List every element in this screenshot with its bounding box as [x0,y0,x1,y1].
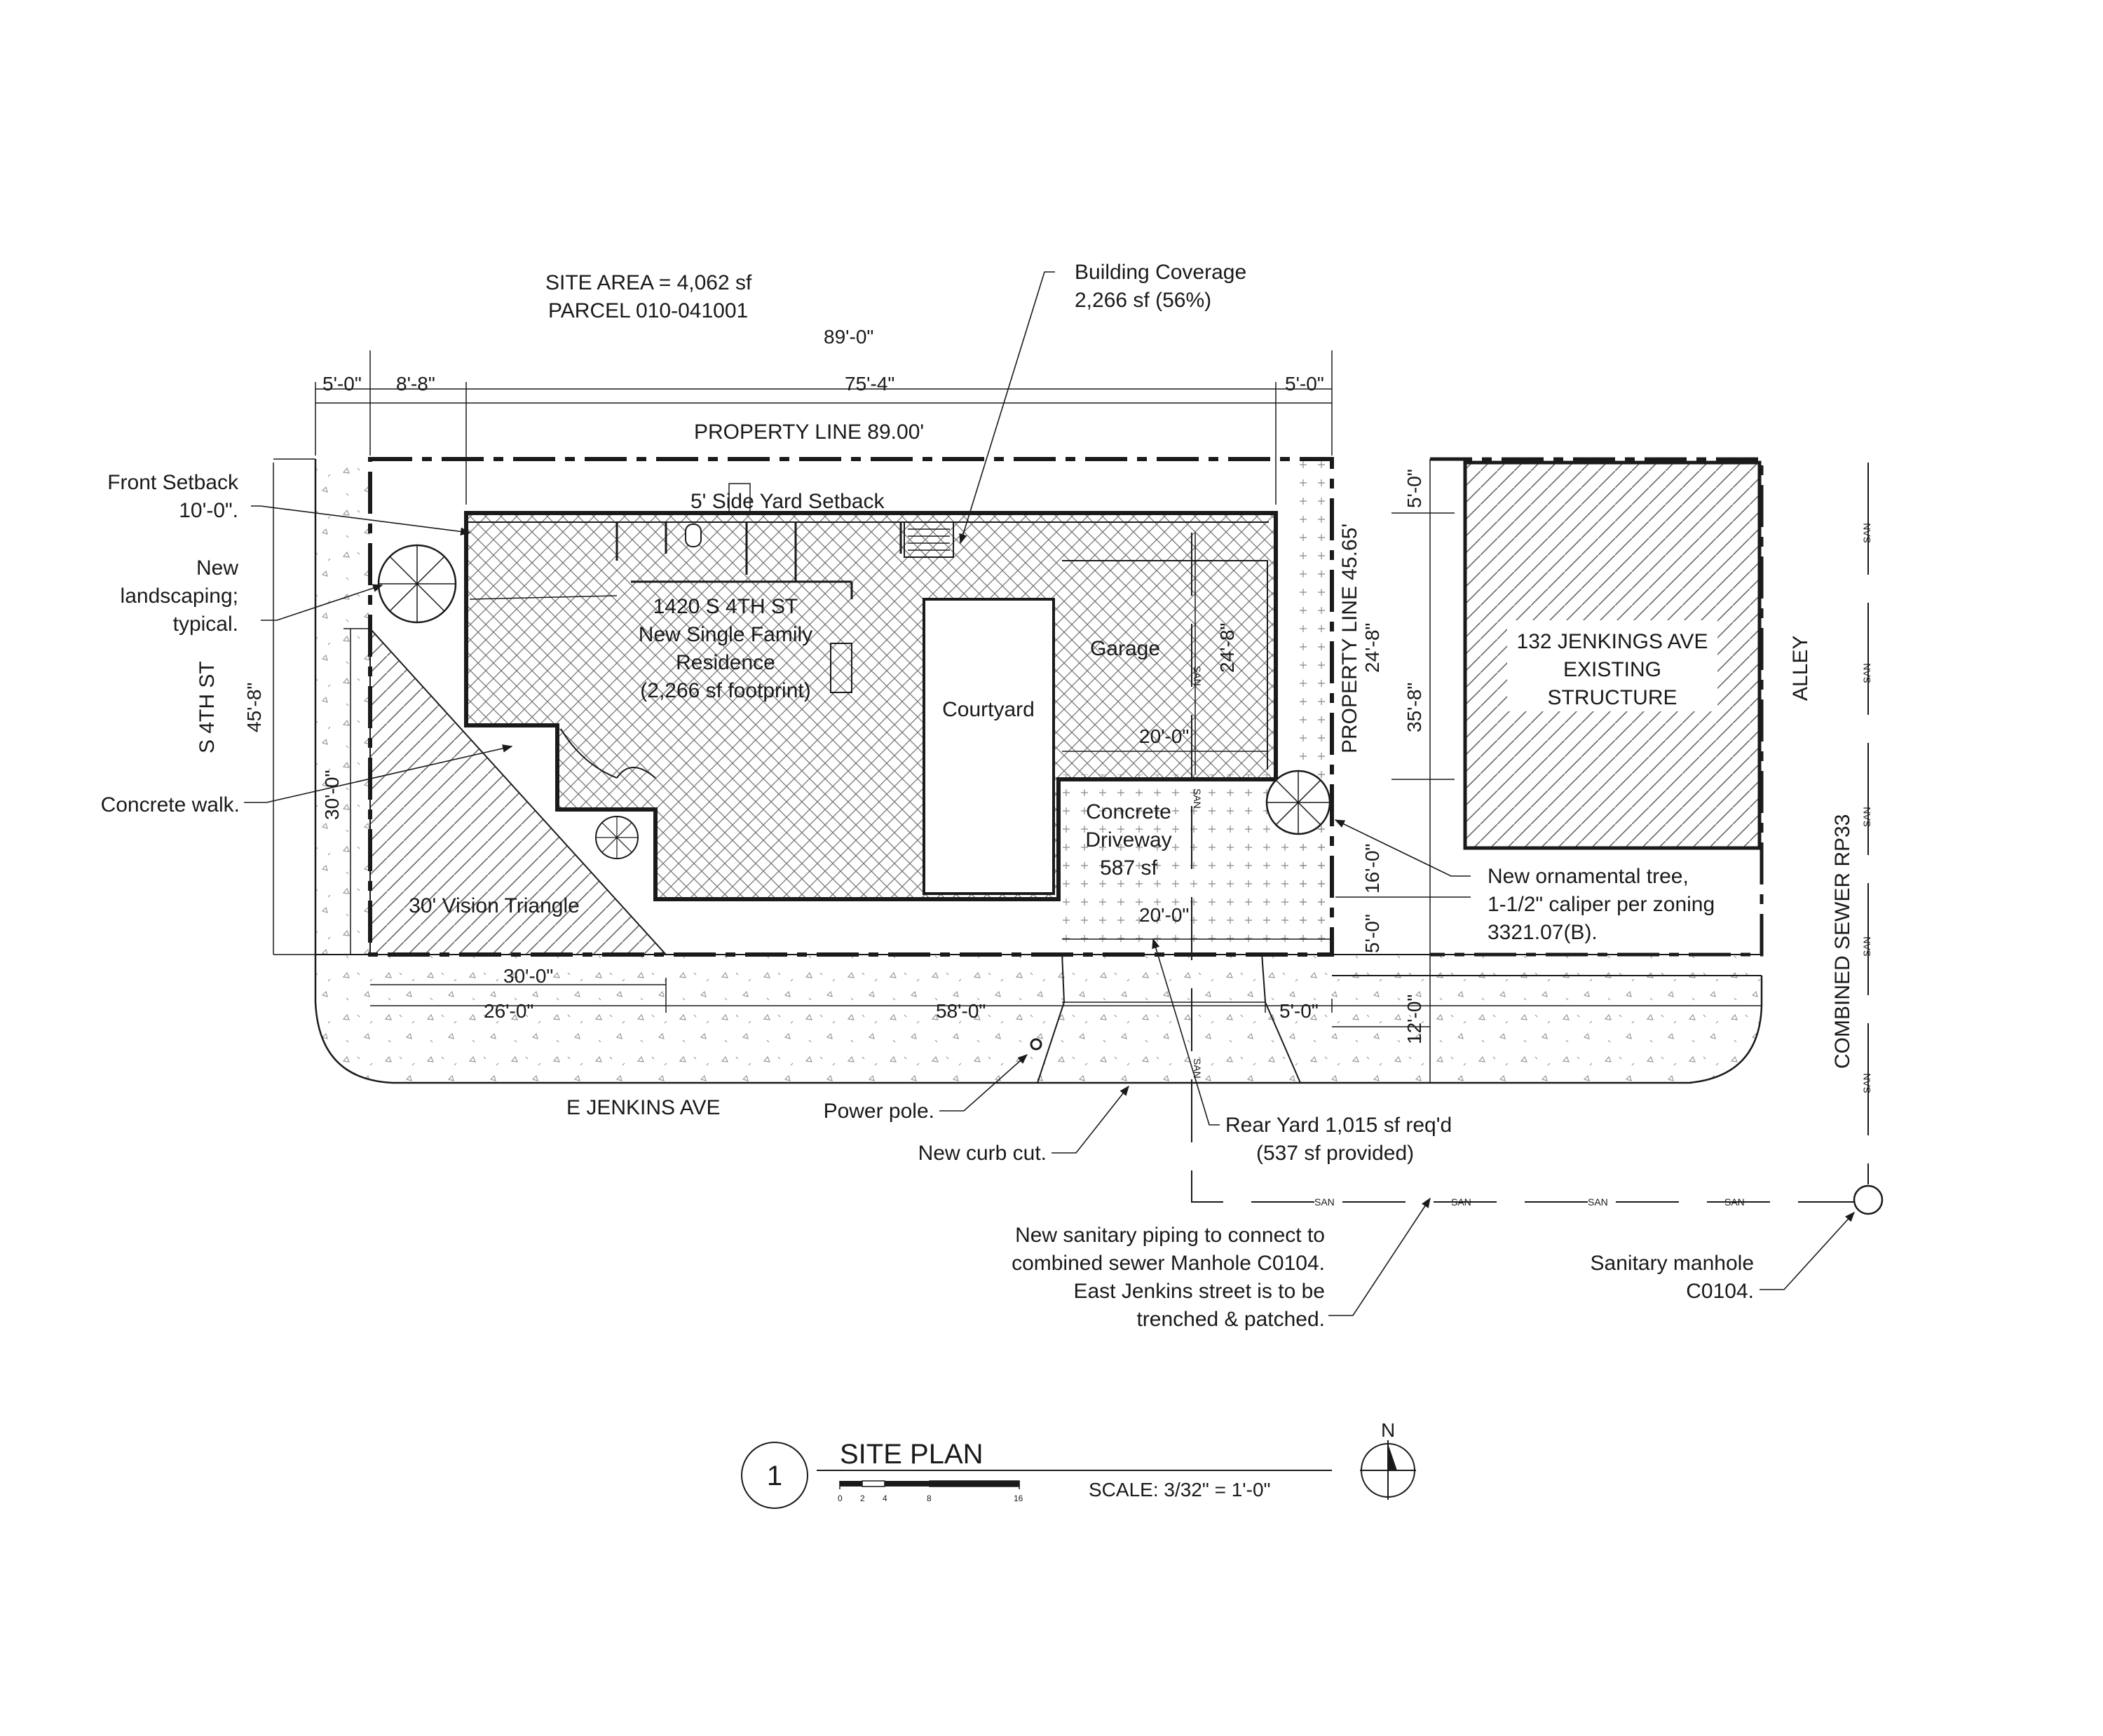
garage-label: Garage [1090,637,1160,660]
building-coverage-value: 2,266 sf (56%) [1075,289,1211,312]
scale-tick-16: 16 [1014,1494,1023,1503]
dim-20-garage: 20'-0" [1139,725,1189,747]
north-label: N [1381,1419,1395,1441]
san-marker: SAN [1861,523,1872,543]
neighbor-structure-label: STRUCTURE [1548,686,1677,709]
text-labels: SITE AREA = 4,062 sf PARCEL 010-041001 B… [101,261,1872,1503]
tree-note-3: 3321.07(B). [1488,921,1598,944]
sanitary-note-4: trenched & patched. [1136,1308,1325,1331]
san-marker: SAN [1861,1073,1872,1093]
parcel-label: PARCEL 010-041001 [548,299,748,322]
dim-45-8: 45'-8" [243,683,265,732]
courtyard [923,598,1055,895]
sanitary-note-3: East Jenkins street is to be [1073,1280,1325,1303]
sidewalk-areas [314,459,1763,1084]
property-line-top-label: PROPERTY LINE 89.00' [694,421,924,444]
building-footprint-label: (2,266 sf footprint) [640,679,810,702]
concrete-walk-note: Concrete walk. [101,793,240,816]
building-footprint [464,483,1278,901]
dim-overall: 89'-0" [824,326,873,348]
scale-tick-0: 0 [838,1494,843,1503]
landscaping-trees [377,544,1331,859]
street-e-jenkins: E JENKINS AVE [566,1096,721,1119]
dim-58: 58'-0" [936,1000,986,1022]
dim-5-right: 5'-0" [1285,373,1324,395]
dim-24-8-garage: 24'-8" [1216,623,1238,673]
landscaping-note-2: landscaping; [121,585,238,608]
dim-30-horizontal: 30'-0" [503,965,553,987]
san-marker: SAN [1861,663,1872,683]
landscaping-note-3: typical. [173,613,238,636]
building-residence: Residence [676,651,775,674]
front-setback-note: Front Setback [107,471,239,494]
scale-tick-4: 4 [883,1494,887,1503]
dim-75-4: 75'-4" [845,373,894,395]
neighbor-lot-line [1430,457,1764,957]
courtyard-label: Courtyard [942,698,1035,721]
dim-16: 16'-0" [1361,844,1383,894]
dim-35-8: 35'-8" [1403,683,1425,732]
dim-30-vertical: 30'-0" [321,770,343,820]
vision-triangle-label: 30' Vision Triangle [409,894,580,917]
scale-tick-8: 8 [927,1494,932,1503]
dim-24-8-right: 24'-8" [1361,623,1383,673]
manhole-note-1: Sanitary manhole [1591,1252,1754,1275]
rear-yard-note-2: (537 sf provided) [1256,1142,1414,1165]
driveway-label-2: Driveway [1085,828,1171,852]
building-address: 1420 S 4TH ST [653,595,798,618]
curb-cut-note: New curb cut. [918,1142,1047,1165]
san-marker: SAN [1192,666,1203,686]
sanitary-note-1: New sanitary piping to connect to [1015,1224,1325,1247]
dim-5-right-top: 5'-0" [1403,469,1425,508]
dim-8-8: 8'-8" [396,373,435,395]
san-marker: SAN [1192,1058,1203,1079]
dim-5-jenkins: 5'-0" [1279,1000,1319,1022]
dim-5-left: 5'-0" [322,373,362,395]
san-marker: SAN [1451,1196,1471,1208]
side-setback-label: 5' Side Yard Setback [690,490,885,513]
neighbor-address: 132 JENKINGS AVE [1517,630,1708,653]
driveway-label-1: Concrete [1086,800,1171,823]
scale-tick-2: 2 [860,1494,865,1503]
san-marker: SAN [1314,1196,1335,1208]
drawing-scale: SCALE: 3/32" = 1'-0" [1089,1479,1270,1501]
dimension-lines [273,350,1762,1083]
san-marker: SAN [1861,936,1872,957]
street-s-4th: S 4TH ST [196,661,219,753]
sanitary-lines [1191,463,1884,1215]
manhole-note-2: C0104. [1686,1280,1754,1303]
drawing-number: 1 [767,1461,782,1491]
front-setback-value: 10'-0". [179,499,238,522]
san-marker: SAN [1861,807,1872,827]
dim-20-driveway: 20'-0" [1139,904,1189,926]
property-line-right-label: PROPERTY LINE 45.65' [1338,524,1361,753]
driveway-label-3: 587 sf [1100,856,1157,880]
tree-note-2: 1-1/2" caliper per zoning [1488,893,1715,916]
san-marker: SAN [1192,788,1203,809]
dim-5-right-bottom: 5'-0" [1361,914,1383,953]
san-marker: SAN [1588,1196,1608,1208]
leader-lines [244,271,1855,1316]
sanitary-note-2: combined sewer Manhole C0104. [1012,1252,1325,1275]
building-coverage-label: Building Coverage [1075,261,1246,284]
sanitary-manhole-symbol [1853,1184,1884,1215]
power-pole-note: Power pole. [824,1100,934,1123]
drawing-title: SITE PLAN [840,1439,984,1470]
landscaping-note-1: New [196,556,238,580]
building-type: New Single Family [639,623,812,646]
san-marker: SAN [1724,1196,1745,1208]
tree-note-1: New ornamental tree, [1488,865,1689,888]
combined-sewer-label: COMBINED SEWER RP33 [1831,814,1854,1069]
neighbor-existing: EXISTING [1563,658,1661,681]
title-block [741,1440,1416,1509]
alley-label: ALLEY [1789,636,1812,701]
dim-12: 12'-0" [1403,995,1425,1044]
rear-yard-note-1: Rear Yard 1,015 sf req'd [1225,1114,1452,1137]
site-area-label: SITE AREA = 4,062 sf [545,271,752,294]
power-pole-symbol [1030,1038,1042,1051]
dim-26: 26'-0" [484,1000,533,1022]
